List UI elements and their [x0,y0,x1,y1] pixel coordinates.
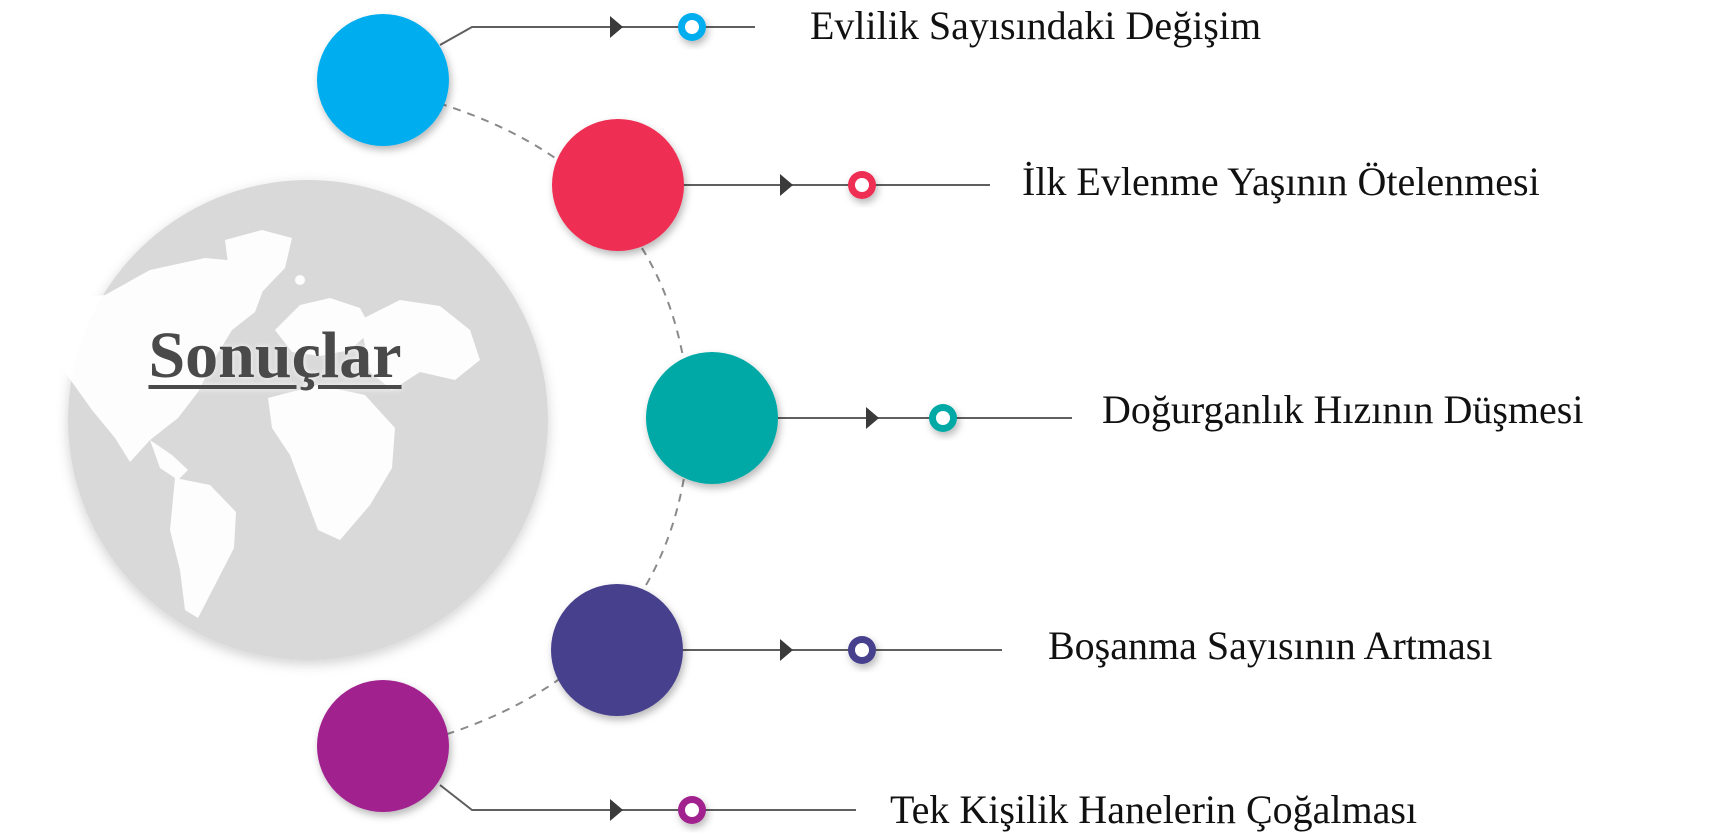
arrow-icon-tek-kisilik-haneler [610,799,623,821]
node-circle-evlilik-sayisi [317,14,449,146]
items-layer [317,13,1072,824]
node-circle-tek-kisilik-haneler [317,680,449,812]
item-label-evlilik-sayisi: Evlilik Sayısındaki Değişim [810,3,1262,48]
node-circle-ilk-evlenme-yasi [552,119,684,251]
item-label-dogurganlik-hizi: Doğurganlık Hızının Düşmesi [1102,387,1584,432]
item-label-bosanma-sayisi: Boşanma Sayısının Artması [1048,623,1493,668]
item-label-tek-kisilik-haneler: Tek Kişilik Hanelerin Çoğalması [890,787,1418,832]
node-circle-bosanma-sayisi [551,584,683,716]
arrow-icon-evlilik-sayisi [610,16,623,38]
ring-inner-ilk-evlenme-yasi [855,178,869,192]
item-bosanma-sayisi [551,584,1002,716]
ring-inner-bosanma-sayisi [855,643,869,657]
ring-inner-evlilik-sayisi [685,20,699,34]
item-evlilik-sayisi [317,13,755,146]
connector-line-tek-kisilik-haneler [439,784,856,811]
world-map-icon [30,230,480,618]
item-tek-kisilik-haneler [317,680,856,824]
globe [30,180,548,660]
node-circle-dogurganlik-hizi [646,352,778,484]
arrow-icon-bosanma-sayisi [780,639,793,661]
arrow-icon-ilk-evlenme-yasi [780,174,793,196]
item-label-ilk-evlenme-yasi: İlk Evlenme Yaşının Ötelenmesi [1022,159,1540,204]
center-title: Sonuçlar [148,319,402,392]
arrow-icon-dogurganlik-hizi [866,407,879,429]
ring-inner-tek-kisilik-haneler [685,803,699,817]
ring-inner-dogurganlik-hizi [936,411,950,425]
item-dogurganlik-hizi [646,352,1072,484]
connector-line-evlilik-sayisi [439,26,755,46]
item-ilk-evlenme-yasi [552,119,990,251]
